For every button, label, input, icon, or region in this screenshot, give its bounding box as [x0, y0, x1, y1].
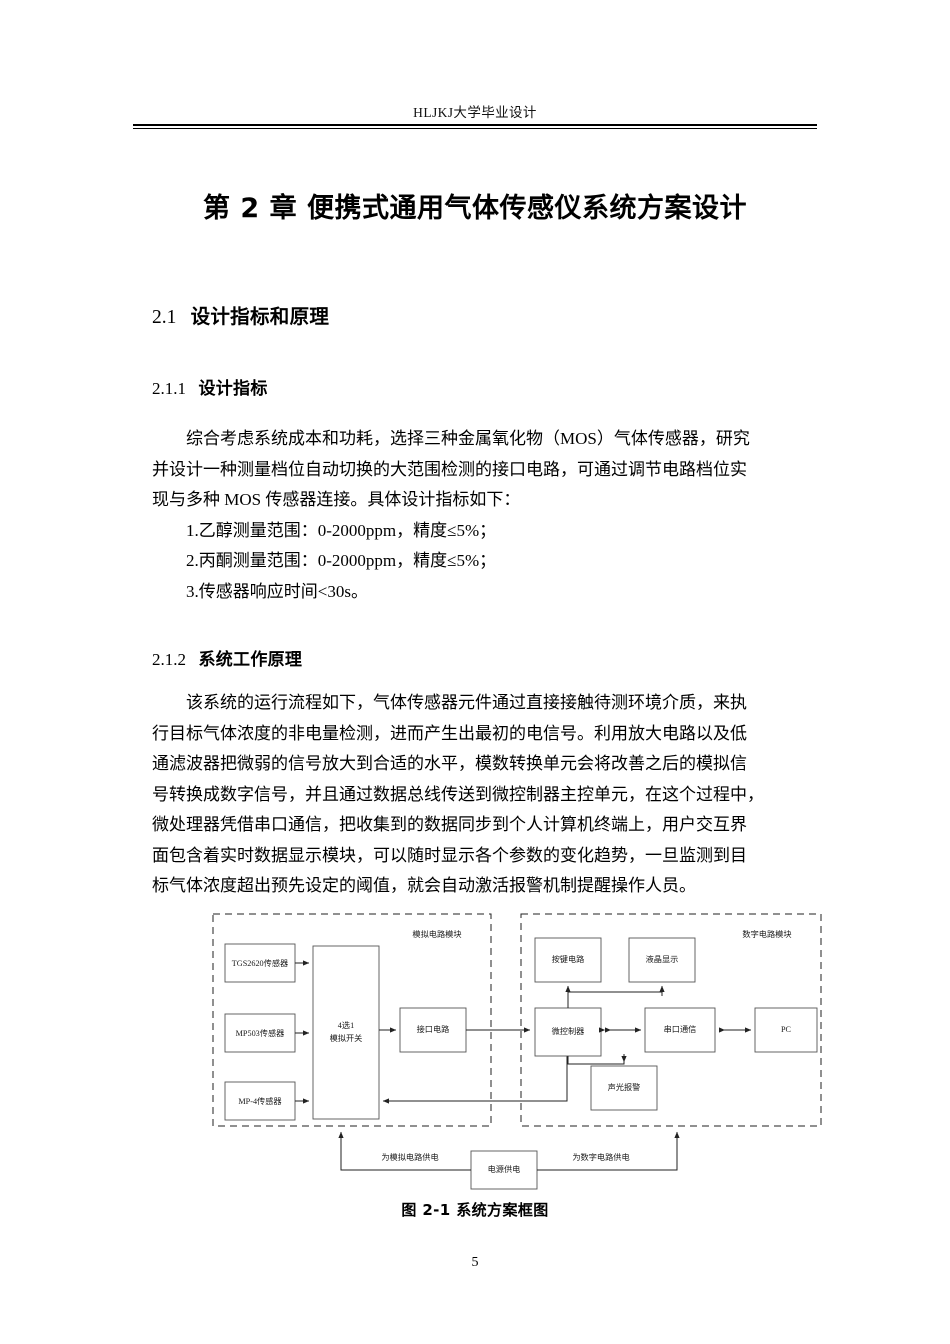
wire-mcu-to-alarm-path [567, 1056, 625, 1065]
power-to-analog-label: 为模拟电路供电 [381, 1152, 438, 1162]
heading-2-1-1-title: 设计指标 [198, 379, 268, 399]
heading-2-1-number: 2.1 [152, 307, 177, 328]
figure-caption: 图 2-1 系统方案框图 [401, 1201, 549, 1219]
block-audible-visual-alarm-label: 声光报警 [608, 1082, 641, 1092]
paragraph-line: 并设计一种测量档位自动切换的大范围检测的接口电路，可通过调节电路档位实 [152, 459, 747, 479]
heading-2-1-2-title: 系统工作原理 [198, 650, 303, 670]
power-to-digital-label: 为数字电路供电 [572, 1152, 629, 1162]
spec-item: 1.乙醇测量范围：0-2000ppm，精度≤5%； [186, 520, 497, 540]
block-sensor-mp4 [224, 1081, 296, 1121]
wire-mcu-bus-horizontal [567, 991, 662, 1008]
heading-2-1: 2.1 设计指标和原理 [152, 300, 329, 329]
block-interface-circuit-label: 接口电路 [417, 1024, 450, 1034]
paragraph-line: 标气体浓度超出预先设定的阈值，就会自动激活报警机制提醒操作人员。 [152, 876, 696, 895]
spec-item: 3.传感器响应时间<30s。 [186, 581, 368, 601]
block-serial-communication [644, 1007, 716, 1053]
block-keypad-circuit [534, 937, 602, 983]
paragraph-line: 通滤波器把微弱的信号放大到合适的水平，模数转换单元会将改善之后的模拟信 [152, 754, 747, 773]
block-sensor-tgs2620-label: TGS2620传感器 [232, 958, 288, 968]
page-number: 5 [471, 1255, 479, 1270]
block-microcontroller-label: 微控制器 [552, 1026, 585, 1036]
paragraph-line: 号转换成数字信号，并且通过数据总线传送到微控制器主控单元，在这个过程中， [152, 784, 764, 804]
block-serial-communication-label: 串口通信 [664, 1024, 697, 1034]
wire-power-to-analog [338, 1131, 471, 1171]
heading-2-1-1: 2.1.1 设计指标 [152, 374, 268, 399]
header-rule [133, 124, 817, 129]
block-sensor-mp503-label: MP503传感器 [236, 1028, 285, 1038]
block-pc [754, 1007, 818, 1053]
paragraph-line: 行目标气体浓度的非电量检测，进而产生出最初的电信号。利用放大电路以及低 [152, 723, 747, 743]
running-header: HLJKJ大学毕业设计 [133, 104, 817, 122]
block-power-supply [470, 1150, 538, 1190]
paragraph-line-text: 综合考虑系统成本和功耗，选择三种金属氧化物（MOS）气体传感器，研究 [186, 429, 750, 448]
chapter-title: 第 2 章 便携式通用气体传感仪系统方案设计 [203, 193, 747, 224]
spec-item: 2.丙酮测量范围：0-2000ppm，精度≤5%； [186, 551, 497, 570]
block-analog-mux-label-1: 4选1 [338, 1020, 354, 1030]
paragraph-line: 现与多种 MOS 传感器连接。具体设计指标如下： [152, 490, 521, 509]
digital-module-label: 数字电路模块 [742, 929, 791, 939]
paragraph-line: 该系统的运行流程如下，气体传感器元件通过直接接触待测环境介质，来执 [152, 688, 800, 719]
wire-mcu-to-mux-control [382, 1056, 568, 1104]
wire-power-to-digital [537, 1131, 680, 1171]
block-pc-label: PC [781, 1025, 792, 1034]
heading-2-1-2-number: 2.1.2 [152, 650, 186, 669]
paragraph-line: 微处理器凭借串口通信，把收集到的数据同步到个人计算机终端上，用户交互界 [152, 815, 747, 834]
block-analog-mux [312, 945, 380, 1120]
block-analog-mux-label-2: 模拟开关 [330, 1033, 363, 1043]
analog-module-label: 模拟电路模块 [412, 929, 461, 939]
system-block-diagram: 模拟电路模块 TGS2620传感器 MP503传感器 MP-4传感器 4选1 模… [205, 908, 830, 1193]
heading-2-1-title: 设计指标和原理 [190, 305, 330, 328]
block-lcd-display [628, 937, 696, 983]
digital-module-boundary [520, 913, 822, 1127]
paragraph-design-spec: 综合考虑系统成本和功耗，选择三种金属氧化物（MOS）气体传感器，研究 并设计一种… [152, 424, 800, 607]
block-lcd-display-label: 液晶显示 [646, 954, 679, 964]
paragraph-working-principle: 该系统的运行流程如下，气体传感器元件通过直接接触待测环境介质，来执 行目标气体浓… [152, 688, 800, 902]
paragraph-line-text: 该系统的运行流程如下，气体传感器元件通过直接接触待测环境介质，来执 [186, 693, 747, 712]
paragraph-line: 面包含着实时数据显示模块，可以随时显示各个参数的变化趋势，一旦监测到目 [152, 845, 747, 865]
paragraph-line: 综合考虑系统成本和功耗，选择三种金属氧化物（MOS）气体传感器，研究 [152, 424, 800, 455]
block-sensor-mp4-label: MP-4传感器 [238, 1096, 281, 1106]
block-power-supply-label: 电源供电 [488, 1164, 521, 1174]
heading-2-1-1-number: 2.1.1 [152, 379, 186, 398]
block-audible-visual-alarm [590, 1065, 658, 1111]
heading-2-1-2: 2.1.2 系统工作原理 [152, 645, 302, 670]
analog-module-boundary [212, 913, 492, 1127]
arrowhead-uart-to-mcu [605, 1027, 611, 1033]
running-header-text: HLJKJ大学毕业设计 [413, 105, 537, 120]
block-sensor-mp503 [224, 1013, 296, 1053]
block-keypad-circuit-label: 按键电路 [552, 954, 585, 964]
arrowhead-pc-to-uart [719, 1027, 725, 1033]
